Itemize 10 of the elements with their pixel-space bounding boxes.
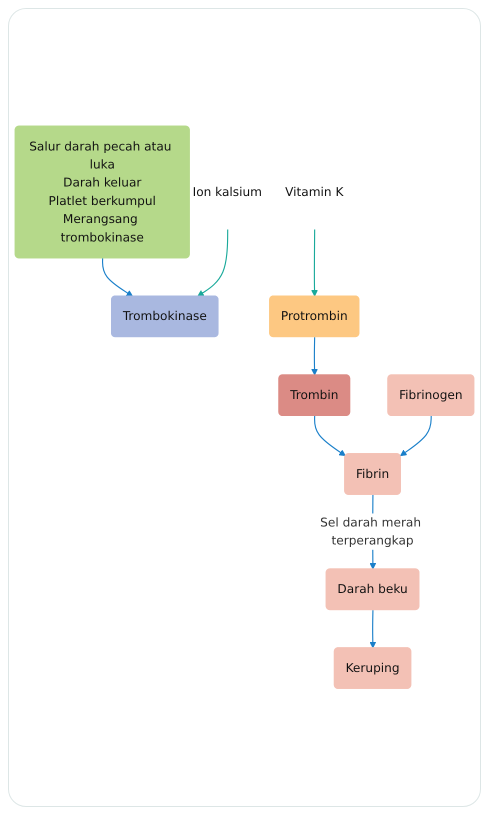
arrow bbox=[102, 258, 133, 297]
arrow bbox=[311, 337, 318, 376]
node-text: Vitamin K bbox=[285, 184, 344, 200]
card-background: Sel darah merah terperangkap Salur darah pecah atau luka Darah keluar Platlet berkumpul Merangsang trombokinase Ion kalsium Vitamin K Trombokinase Protrombin Trombin Fibrinogen Fibrin Darah beku Keruping bbox=[8, 8, 481, 807]
arrow bbox=[197, 230, 228, 297]
arrow bbox=[314, 416, 346, 456]
arrow bbox=[311, 230, 318, 297]
arrow bbox=[400, 416, 432, 456]
node-text: Ion kalsium bbox=[192, 184, 262, 200]
arrow bbox=[369, 610, 376, 648]
